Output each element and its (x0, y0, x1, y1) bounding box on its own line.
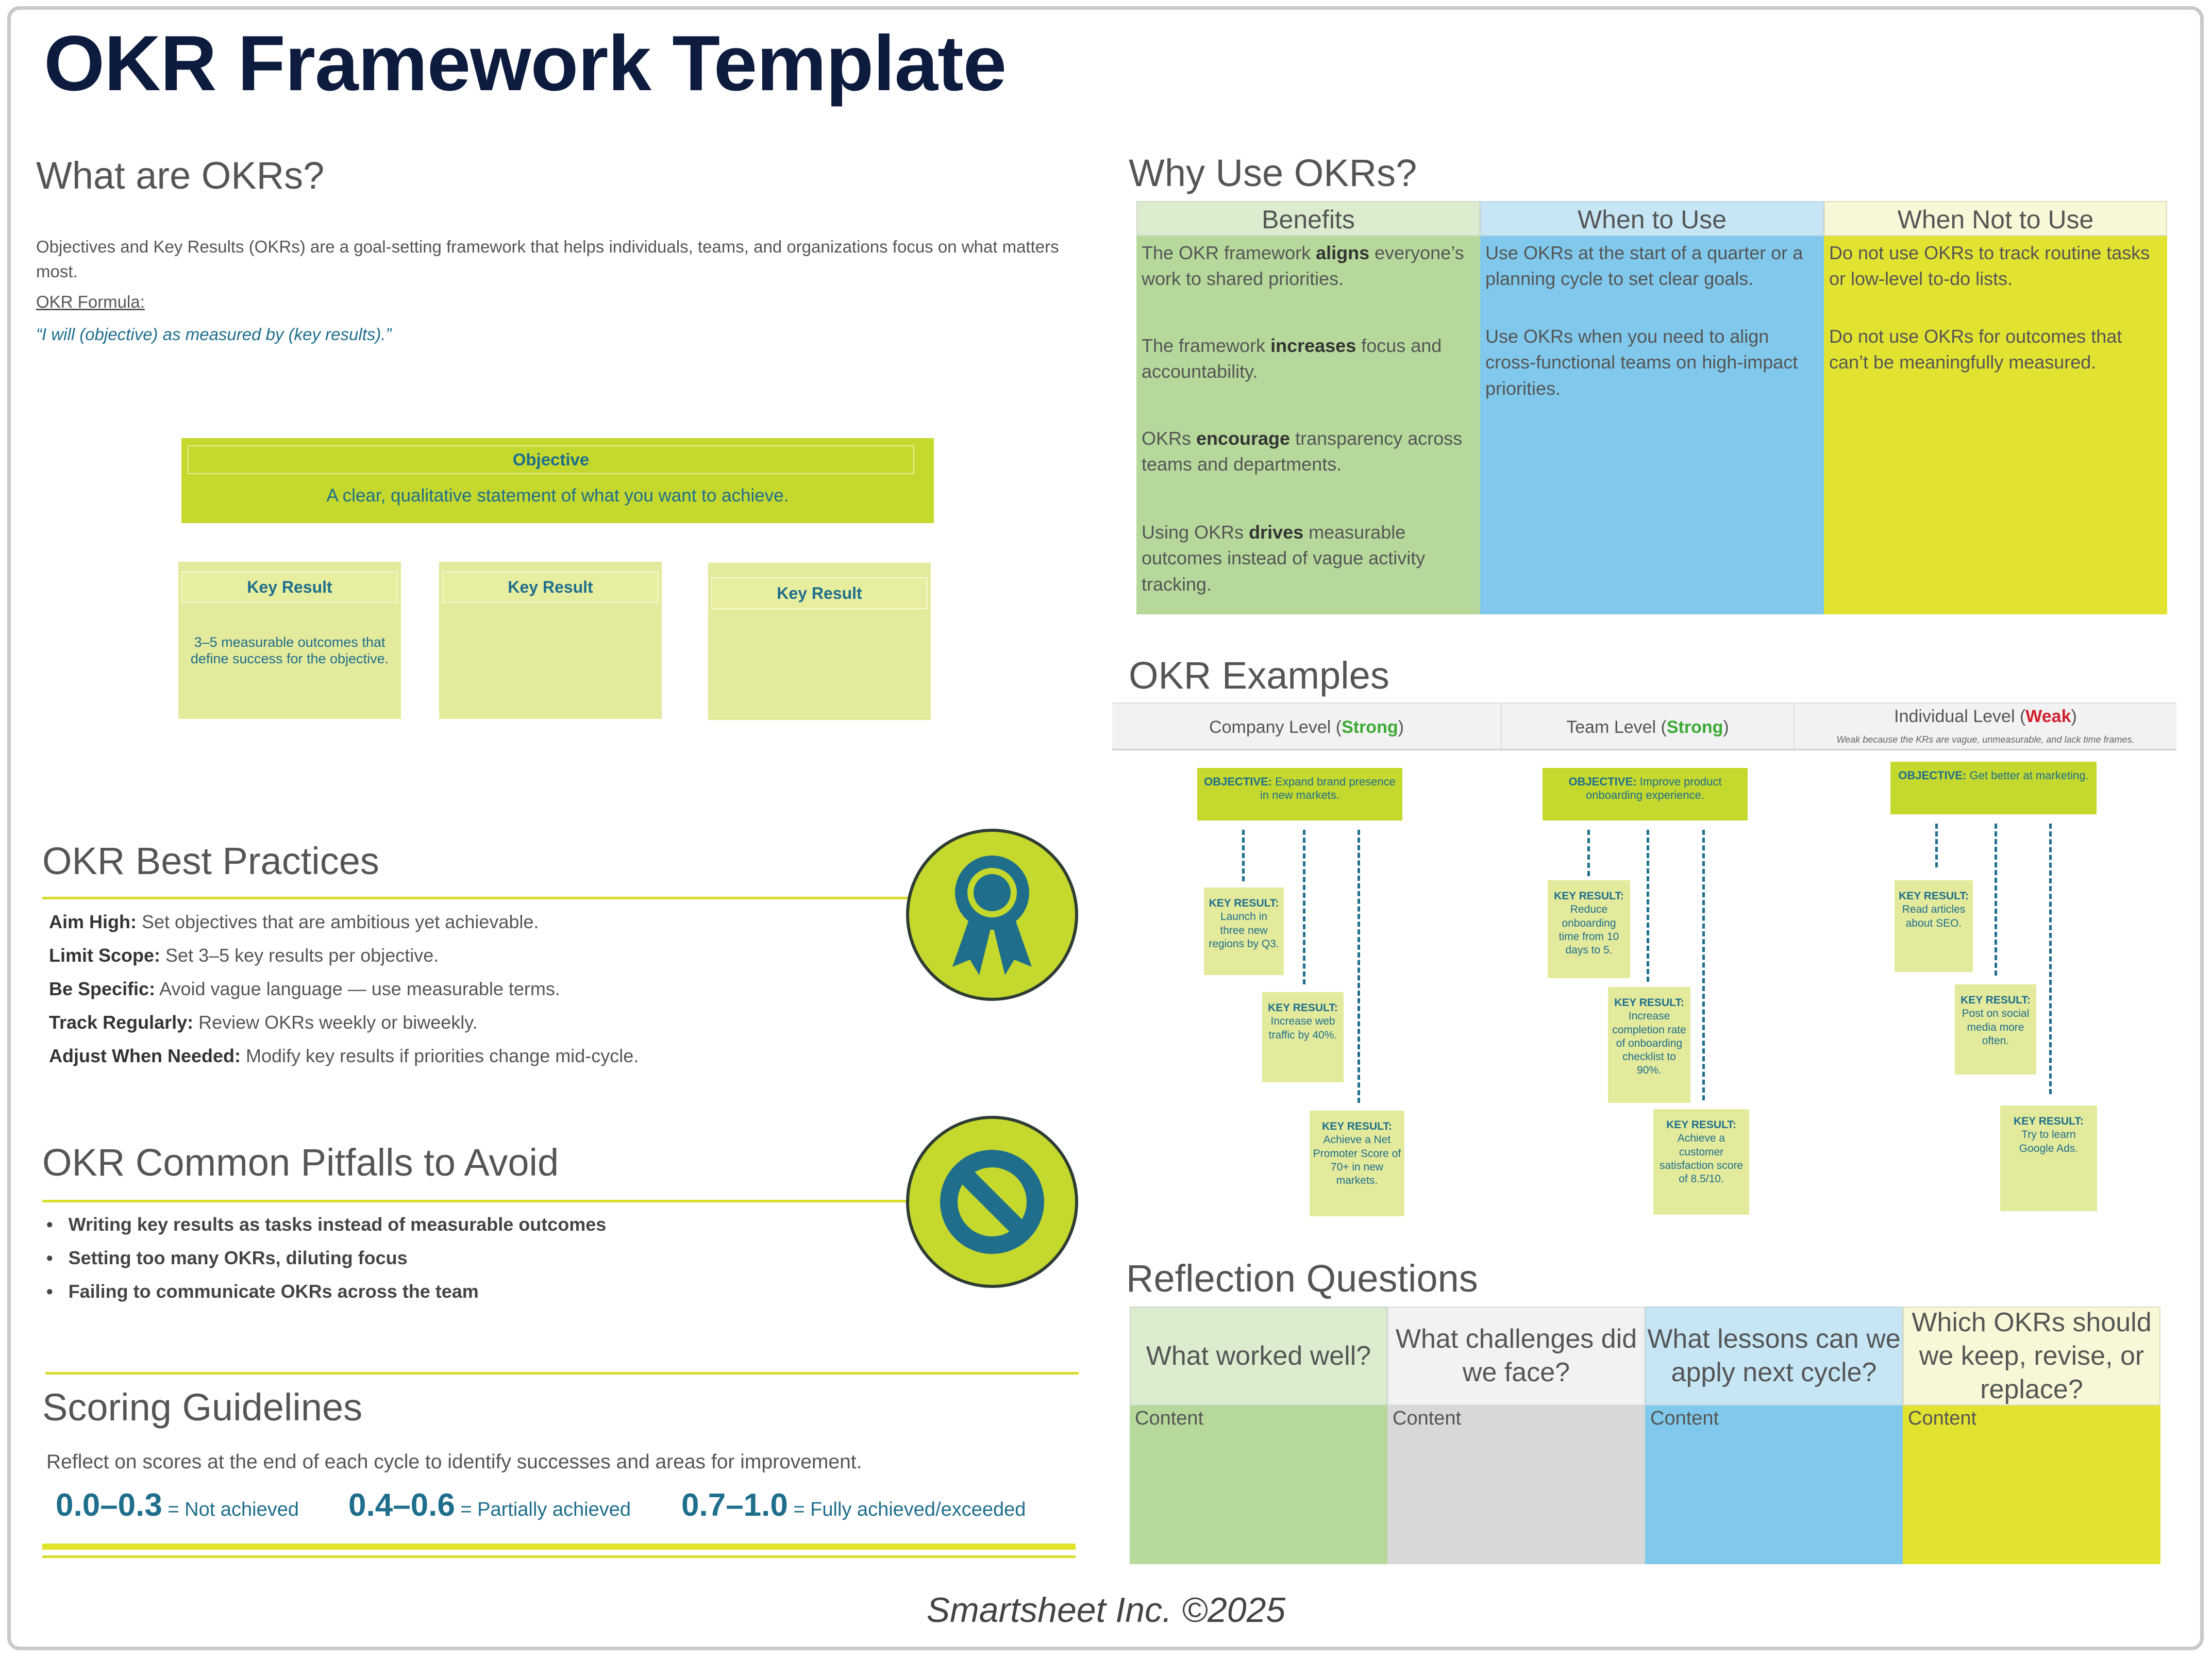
example-key-result: KEY RESULT:Read articles about SEO. (1895, 880, 1973, 972)
why-col-benefits: Benefits (1136, 201, 1480, 236)
benefit-item: The framework increases focus and accoun… (1142, 335, 1442, 382)
key-result-box: Key Result (439, 562, 662, 719)
scoring-heading: Scoring Guidelines (42, 1386, 363, 1429)
connector-line (2049, 824, 2052, 1094)
benefit-item: Using OKRs drives measurable outcomes in… (1142, 522, 1426, 595)
scoring-bottom-divider (42, 1544, 1076, 1550)
example-col-company: Company Level (Strong) (1112, 704, 1502, 751)
objective-title: Objective (188, 445, 914, 474)
key-result-box: Key Result 3–5 measurable outcomes that … (178, 562, 401, 719)
reflection-answer-field[interactable]: Content (1903, 1405, 2160, 1564)
example-key-result: KEY RESULT:Achieve a Net Promoter Score … (1310, 1111, 1404, 1216)
reflection-question: What challenges did we face? (1387, 1307, 1645, 1405)
what-description: Objectives and Key Results (OKRs) are a … (36, 237, 1059, 281)
pitfalls-divider (42, 1200, 918, 1202)
connector-line (1358, 830, 1360, 1103)
example-key-result: KEY RESULT:Increase completion rate of o… (1608, 987, 1690, 1103)
reflection-question: Which OKRs should we keep, revise, or re… (1903, 1307, 2160, 1405)
when-not-item: Do not use OKRs to track routine tasks o… (1829, 242, 2150, 290)
when-not-cell: Do not use OKRs to track routine tasks o… (1824, 236, 2167, 614)
best-practices-divider (42, 897, 918, 899)
example-col-individual: Individual Level (Weak) (1894, 707, 2077, 726)
best-practice-item: Aim High: Set objectives that are ambiti… (49, 911, 539, 932)
reflection-heading: Reflection Questions (1126, 1257, 1478, 1300)
reflection-answer-field[interactable]: Content (1130, 1405, 1387, 1564)
pitfalls-heading: OKR Common Pitfalls to Avoid (42, 1141, 559, 1184)
connector-line (1935, 824, 1938, 867)
connector-line (1587, 830, 1590, 876)
score-range: 0.0–0.3 = Not achieved (56, 1487, 299, 1523)
objective-box: Objective A clear, qualitative statement… (181, 438, 934, 523)
connector-line (1702, 830, 1705, 1100)
reflection-question: What worked well? (1130, 1307, 1387, 1405)
benefit-item: The OKR framework aligns everyone’s work… (1142, 242, 1464, 290)
example-key-result: KEY RESULT:Try to learn Google Ads. (2000, 1106, 2097, 1211)
key-result-text: 3–5 measurable outcomes that define succ… (190, 634, 389, 667)
connector-line (1303, 830, 1305, 984)
connector-line (1995, 824, 1997, 976)
benefits-cell: The OKR framework aligns everyone’s work… (1136, 236, 1480, 614)
key-result-box: Key Result (708, 563, 931, 720)
reflection-table: What worked well? What challenges did we… (1130, 1307, 2160, 1564)
example-col-team: Team Level (Strong) (1502, 704, 1795, 751)
why-heading: Why Use OKRs? (1129, 152, 1417, 194)
reflection-question: What lessons can we apply next cycle? (1645, 1307, 1903, 1405)
example-key-result: KEY RESULT:Launch in three new regions b… (1204, 887, 1284, 975)
example-key-result: KEY RESULT:Achieve a customer satisfacti… (1653, 1109, 1749, 1215)
objective-text: A clear, qualitative statement of what y… (326, 485, 789, 506)
benefit-item: OKRs encourage transparency across teams… (1142, 428, 1463, 475)
scoring-intro: Reflect on scores at the end of each cyc… (46, 1451, 862, 1473)
example-key-result: KEY RESULT:Reduce onboarding time from 1… (1548, 880, 1630, 978)
best-practices-heading: OKR Best Practices (42, 840, 379, 882)
when-not-item: Do not use OKRs for outcomes that can’t … (1829, 326, 2122, 373)
prohibited-icon (906, 1116, 1078, 1288)
pitfall-item: • Setting too many OKRs, diluting focus (46, 1247, 408, 1268)
why-col-when-not: When Not to Use (1824, 201, 2167, 236)
pitfall-item: • Writing key results as tasks instead o… (46, 1214, 607, 1235)
connector-line (1647, 830, 1649, 982)
scoring-top-divider (45, 1372, 1079, 1375)
award-ribbon-icon (906, 829, 1078, 1001)
when-to-use-cell: Use OKRs at the start of a quarter or a … (1480, 236, 1824, 614)
best-practice-item: Adjust When Needed: Modify key results i… (49, 1045, 639, 1066)
reflection-answer-field[interactable]: Content (1387, 1405, 1645, 1564)
connector-line (1242, 830, 1245, 881)
when-to-use-item: Use OKRs at the start of a quarter or a … (1485, 242, 1803, 290)
page-title: OKR Framework Template (44, 20, 1007, 107)
example-objective: OBJECTIVE: Improve product onboarding ex… (1543, 768, 1748, 820)
key-result-title: Key Result (181, 571, 398, 603)
examples-header-row: Company Level (Strong) Team Level (Stron… (1112, 702, 2176, 751)
why-table: Benefits When to Use When Not to Use The… (1136, 201, 2167, 614)
pitfall-item: • Failing to communicate OKRs across the… (46, 1281, 479, 1302)
formula-label: OKR Formula: (36, 292, 145, 311)
formula-text: “I will (objective) as measured by (key … (36, 325, 392, 344)
why-col-when: When to Use (1480, 201, 1824, 236)
example-key-result: KEY RESULT:Increase web traffic by 40%. (1262, 992, 1344, 1082)
what-heading: What are OKRs? (36, 154, 325, 197)
example-key-result: KEY RESULT:Post on social media more oft… (1955, 984, 2036, 1075)
best-practice-item: Be Specific: Avoid vague language — use … (49, 978, 560, 999)
key-result-title: Key Result (711, 577, 928, 609)
score-range: 0.4–0.6 = Partially achieved (348, 1487, 631, 1523)
score-range: 0.7–1.0 = Fully achieved/exceeded (681, 1487, 1026, 1523)
scoring-bottom-divider-thin (42, 1555, 1076, 1558)
when-to-use-item: Use OKRs when you need to align cross-fu… (1485, 326, 1798, 399)
best-practice-item: Limit Scope: Set 3–5 key results per obj… (49, 945, 439, 966)
example-objective: OBJECTIVE: Expand brand presence in new … (1197, 768, 1402, 820)
reflection-answer-field[interactable]: Content (1645, 1405, 1903, 1564)
example-objective: OBJECTIVE: Get better at marketing. (1890, 762, 2097, 814)
best-practice-item: Track Regularly: Review OKRs weekly or b… (49, 1012, 478, 1033)
page-frame (7, 6, 2204, 1650)
weak-note: Weak because the KRs are vague, unmeasur… (1836, 734, 2135, 745)
key-result-title: Key Result (442, 571, 659, 603)
footer-copyright: Smartsheet Inc. ©2025 (926, 1590, 1286, 1630)
examples-heading: OKR Examples (1129, 654, 1389, 697)
